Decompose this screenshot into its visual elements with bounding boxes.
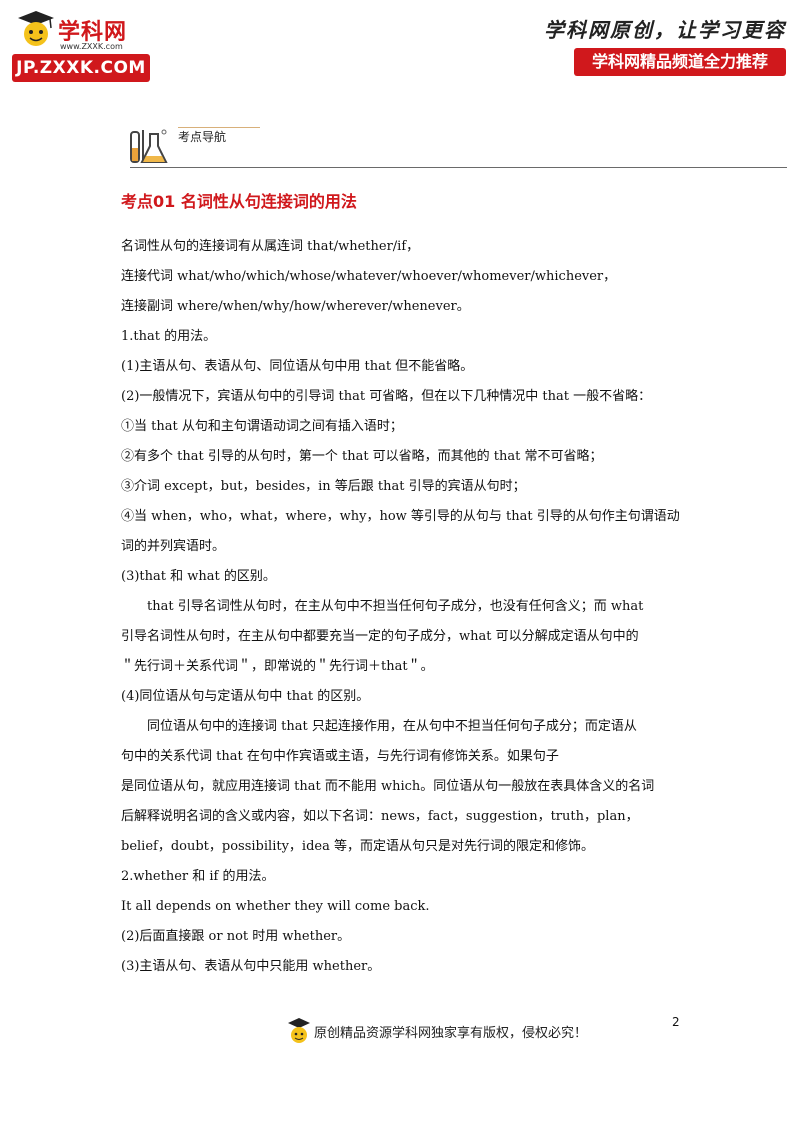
page-number: 2	[672, 1015, 680, 1029]
site-logo[interactable]: 学科网 www.ZXXK.com JP.ZXXK.COM	[12, 8, 162, 86]
nav-label: 考点导航	[178, 130, 227, 144]
mascot-icon	[288, 1018, 310, 1043]
section-title: 考点01 名词性从句连接词的用法	[121, 192, 357, 211]
body-line: (4)同位语从句与定语从句中 that 的区别。	[121, 689, 370, 704]
body-line: 引导名词性从句时，在主从句中都要充当一定的句子成分，what 可以分解成定语从句…	[121, 629, 639, 644]
body-line: 1.that 的用法。	[121, 329, 217, 344]
body-line: 名词性从句的连接词有从属连词 that/whether/if，	[121, 239, 420, 254]
body-line: (1)主语从句、表语从句、同位语从句中用 that 但不能省略。	[121, 359, 474, 374]
copyright-notice: 原创精品资源学科网独家享有版权，侵权必究！	[314, 1026, 588, 1041]
logo-url: www.ZXXK.com	[60, 42, 123, 51]
body-line: It all depends on whether they will come…	[121, 899, 430, 914]
body-line: ②有多个 that 引导的从句时，第一个 that 可以省略，而其他的 that…	[121, 449, 603, 464]
body-line: (3)主语从句、表语从句中只能用 whether。	[121, 959, 381, 974]
body-line: ④当 when，who，what，where，why，how 等引导的从句与 t…	[121, 509, 680, 524]
body-line: 连接代词 what/who/which/whose/whatever/whoev…	[121, 269, 617, 284]
body-line: belief，doubt，possibility，idea 等，而定语从句只是对…	[121, 839, 594, 854]
body-line: 同位语从句中的连接词 that 只起连接作用，在从句中不担当任何句子成分；而定语…	[147, 719, 637, 734]
body-line: ③介词 except，but，besides，in 等后跟 that 引导的宾语…	[121, 479, 526, 494]
body-line: that 引导名词性从句时，在主从句中不担当任何句子成分，也没有任何含义；而 w…	[147, 599, 644, 614]
logo-badge[interactable]: JP.ZXXK.COM	[12, 54, 150, 82]
document-body: 名词性从句的连接词有从属连词 that/whether/if， 连接代词 wha…	[121, 232, 691, 982]
nav-top-line	[178, 127, 260, 128]
body-line: 是同位语从句，就应用连接词 that 而不能用 which。同位语从句一般放在表…	[121, 779, 655, 794]
body-line: ①当 that 从句和主句谓语动词之间有插入语时；	[121, 419, 403, 434]
body-line: 2.whether 和 if 的用法。	[121, 869, 275, 884]
nav-divider	[130, 167, 787, 168]
body-line: 后解释说明名词的含义或内容，如以下名词：news，fact，suggestion…	[121, 809, 639, 824]
mascot-icon	[18, 11, 54, 46]
body-line: 词的并列宾语时。	[121, 539, 226, 554]
logo-text: 学科网	[58, 20, 128, 45]
body-line: (3)that 和 what 的区别。	[121, 569, 276, 584]
flask-icon	[130, 129, 168, 163]
body-line: 句中的关系代词 that 在句中作宾语或主语，与先行词有修饰关系。如果句子	[121, 749, 559, 764]
body-line: (2)后面直接跟 or not 时用 whether。	[121, 929, 351, 944]
body-line: (2)一般情况下，宾语从句中的引导词 that 可省略，但在以下几种情况中 th…	[121, 389, 652, 404]
body-line: ＂先行词＋关系代词＂，即常说的＂先行词＋that＂。	[121, 659, 434, 674]
body-line: 连接副词 where/when/why/how/wherever/wheneve…	[121, 299, 470, 314]
recommend-badge: 学科网精品频道全力推荐	[574, 48, 786, 76]
